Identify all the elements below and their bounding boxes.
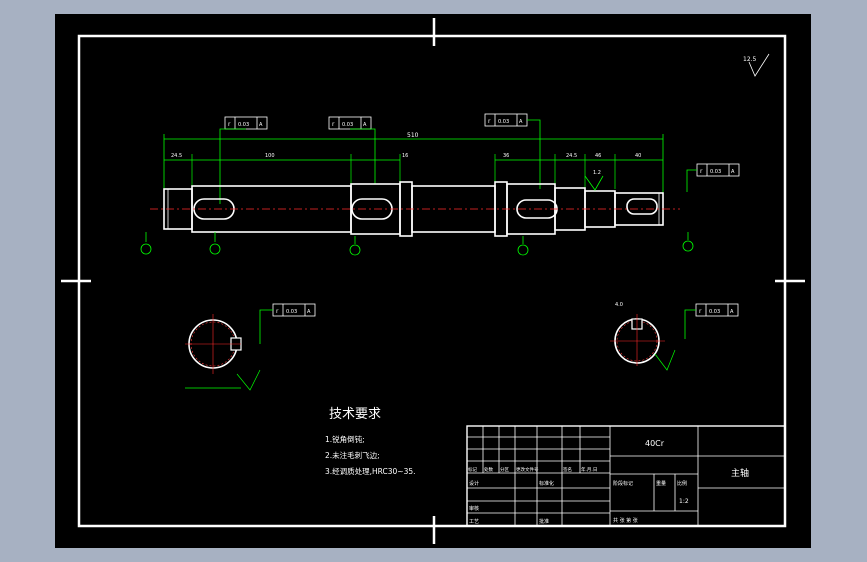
tolerance-frame: r 0.03 A bbox=[684, 303, 739, 339]
svg-text:A: A bbox=[259, 122, 263, 128]
cad-viewport[interactable]: 12.5 510 24.5 100 16 36 24.5 46 40 r 0.0… bbox=[55, 14, 811, 548]
tech-req-title: 技术要求 bbox=[329, 407, 381, 422]
tolerance-frame: r 0.03 A bbox=[259, 303, 316, 344]
svg-text:0.03: 0.03 bbox=[342, 122, 353, 128]
tb-design: 设计 bbox=[469, 480, 479, 487]
svg-text:A: A bbox=[730, 309, 734, 315]
roughness-symbol-corner: 12.5 bbox=[743, 53, 770, 77]
tech-req-item-1: 1.锐角倒钝; bbox=[325, 434, 365, 444]
section-view-a bbox=[185, 314, 261, 391]
tb-zone: 分区 bbox=[500, 466, 509, 473]
roughness-value: 12.5 bbox=[743, 56, 757, 63]
svg-text:0.03: 0.03 bbox=[238, 122, 249, 128]
dim-d5: 24.5 bbox=[566, 153, 577, 159]
svg-text:r: r bbox=[332, 121, 335, 128]
tb-count: 处数 bbox=[484, 466, 493, 473]
svg-text:r: r bbox=[228, 121, 231, 128]
svg-text:A: A bbox=[307, 309, 311, 315]
segment-dimensions: 24.5 100 16 36 24.5 46 40 bbox=[164, 153, 663, 189]
tolerance-frame: r 0.03 A bbox=[328, 116, 376, 184]
tech-req-item-2: 2.未注毛刺飞边; bbox=[325, 450, 380, 460]
title-block bbox=[466, 425, 786, 527]
tb-stage-mark: 阶段标记 bbox=[613, 480, 633, 487]
tb-part-name: 主轴 bbox=[731, 467, 749, 479]
svg-text:0.03: 0.03 bbox=[286, 309, 297, 315]
tb-scale-value: 1:2 bbox=[679, 498, 689, 505]
keyway-dim: 4.0 bbox=[615, 302, 623, 308]
chamfer-text: 1.2 bbox=[593, 170, 601, 176]
outer-frame bbox=[77, 34, 787, 528]
tolerance-frame: r 0.03 A bbox=[484, 113, 541, 189]
tb-material: 40Cr bbox=[645, 439, 665, 448]
svg-text:A: A bbox=[519, 119, 523, 125]
tb-scale-label: 比例 bbox=[677, 480, 687, 487]
dim-d1: 24.5 bbox=[171, 153, 182, 159]
svg-text:0.03: 0.03 bbox=[710, 169, 721, 175]
svg-text:A: A bbox=[731, 169, 735, 175]
tolerance-frame: r 0.03 A bbox=[219, 116, 268, 204]
tb-change-doc: 更改文件号 bbox=[516, 466, 539, 473]
tb-date: 年.月.日 bbox=[581, 466, 597, 473]
center-marks bbox=[61, 18, 805, 544]
tb-mark: 标记 bbox=[468, 466, 477, 473]
tb-standardize: 标准化 bbox=[539, 480, 554, 487]
overall-dimension: 510 bbox=[163, 132, 664, 194]
technical-requirements: 技术要求 1.锐角倒钝; 2.未注毛刺飞边; 3.经调质处理,HRC30~35. bbox=[325, 407, 416, 476]
tb-sign: 签名 bbox=[563, 466, 572, 473]
tolerance-frame: r 0.03 A bbox=[686, 163, 740, 192]
tb-check: 审核 bbox=[469, 505, 479, 512]
dim-d4: 36 bbox=[503, 153, 509, 159]
svg-text:r: r bbox=[700, 168, 703, 175]
dim-d3: 16 bbox=[402, 153, 408, 159]
svg-text:r: r bbox=[699, 308, 702, 315]
tech-req-item-3: 3.经调质处理,HRC30~35. bbox=[325, 466, 416, 476]
title-block-text: 标记 处数 分区 更改文件号 签名 年.月.日 设计 标准化 审核 工艺 批准 … bbox=[468, 439, 749, 525]
datum-markers: 1.2 bbox=[140, 170, 694, 256]
tb-approve: 批准 bbox=[539, 518, 549, 525]
dim-d2: 100 bbox=[265, 153, 275, 159]
section-view-b: 4.0 bbox=[610, 302, 676, 371]
dim-d6: 46 bbox=[595, 153, 601, 159]
overall-dim-text: 510 bbox=[407, 132, 419, 139]
tb-weight: 重量 bbox=[656, 480, 666, 487]
svg-text:0.03: 0.03 bbox=[498, 119, 509, 125]
svg-text:0.03: 0.03 bbox=[709, 309, 720, 315]
dim-d7: 40 bbox=[635, 153, 641, 159]
cad-drawing: 12.5 510 24.5 100 16 36 24.5 46 40 r 0.0… bbox=[61, 18, 805, 544]
svg-text:r: r bbox=[276, 308, 279, 315]
tb-process: 工艺 bbox=[469, 519, 479, 525]
svg-text:r: r bbox=[488, 118, 491, 125]
tb-sheet: 共 张 第 张 bbox=[613, 517, 638, 524]
svg-text:A: A bbox=[363, 122, 367, 128]
